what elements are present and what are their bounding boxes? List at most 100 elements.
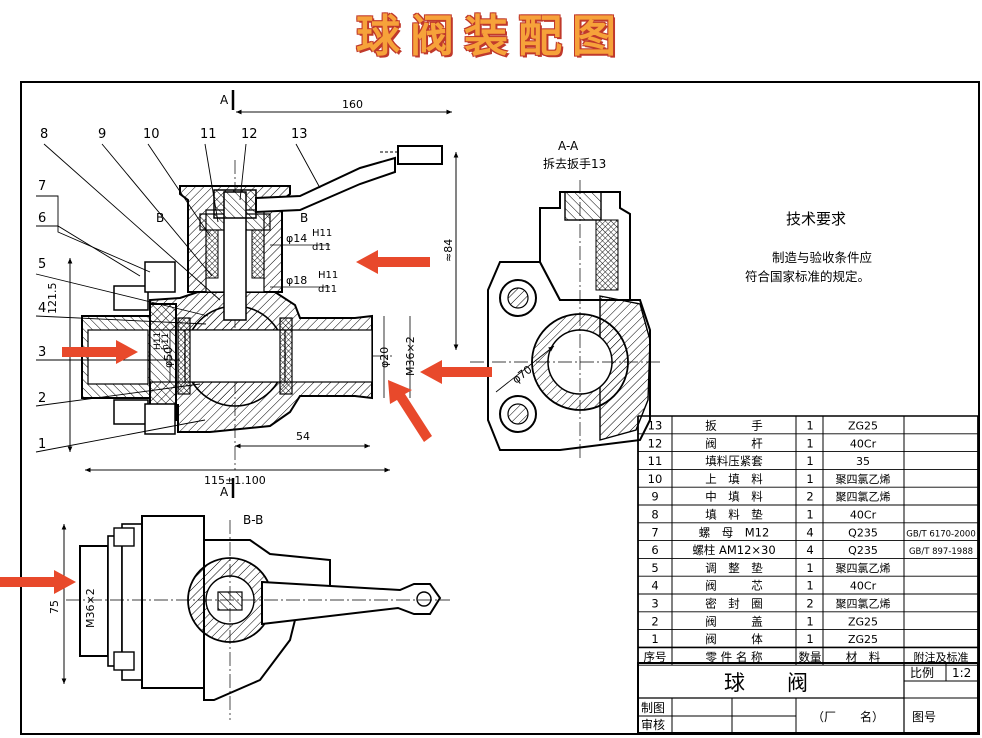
bolt-bottom	[113, 399, 149, 425]
bom-cell-no: 5	[651, 561, 658, 575]
bom-cell-no: 2	[651, 614, 658, 628]
ref-11: 11	[200, 127, 217, 142]
bb-pipe-end	[79, 545, 109, 657]
bom-cell-no: 10	[648, 472, 663, 486]
bom-cell-no: 11	[648, 454, 663, 468]
bom-cell-name: 阀 芯	[705, 579, 763, 593]
bom-cell-name: 扳 手	[705, 419, 763, 433]
section-mark-b-right: B	[300, 211, 308, 225]
packing-right	[251, 229, 265, 279]
dim-phi20: φ20	[378, 347, 391, 368]
bom-cell-note: GB/T 897-1988	[909, 547, 973, 557]
bom-cell-material: 聚四氯乙烯	[836, 561, 891, 575]
ref-7: 7	[38, 179, 46, 194]
bom-cell-qty: 2	[806, 597, 813, 611]
bom-cell-qty: 1	[806, 632, 813, 646]
bom-cell-name: 填料压紧套	[705, 454, 763, 468]
bom-cell-name: 填 料 垫	[705, 508, 763, 522]
technical-requirements: 技术要求 制造与验收条件应 符合国家标准的规定。	[745, 210, 872, 284]
bom-cell-qty: 4	[806, 525, 813, 539]
highlight-arrows	[0, 250, 492, 594]
bom-cell-material: ZG25	[848, 633, 878, 646]
tech-heading: 技术要求	[786, 210, 846, 228]
bom-cell-qty: 1	[806, 614, 813, 628]
aa-stem-packing	[595, 219, 619, 291]
dim-160: 160	[342, 98, 363, 111]
dim-115: 115±1.100	[204, 474, 266, 487]
seal-ring-right	[279, 317, 293, 395]
dim-phi50-fit-top: H11	[153, 332, 163, 350]
arrow-m36-bb	[0, 570, 76, 594]
ref-9: 9	[98, 127, 106, 142]
arrow-packing	[356, 250, 430, 274]
bom-cell-material: 40Cr	[850, 580, 877, 593]
ref-10: 10	[143, 127, 160, 142]
bom-cell-name: 阀 体	[705, 632, 763, 646]
section-mark-b-left: B	[156, 211, 164, 225]
bom-cell-qty: 1	[806, 436, 813, 450]
bom-cell-material: Q235	[848, 526, 878, 539]
dim-d11-a: d11	[312, 242, 331, 253]
page-title: 球阀装配图	[356, 11, 626, 62]
title-block-factory: （厂 名）	[812, 709, 884, 724]
bom-cell-name: 调 整 垫	[705, 561, 763, 575]
bom-cell-no: 13	[648, 419, 663, 433]
title-block-checked: 审核	[641, 717, 665, 732]
ref-13: 13	[291, 127, 308, 142]
dim-75: 75	[48, 600, 61, 614]
arrow-phi20	[420, 360, 492, 384]
bom-cell-no: 6	[651, 543, 658, 557]
ref-8: 8	[40, 127, 48, 142]
bom-cell-material: ZG25	[848, 615, 878, 628]
ref-2: 2	[38, 391, 46, 406]
bom-cell-no: 8	[651, 508, 658, 522]
bom-cell-name: 阀 杆	[705, 436, 763, 450]
dim-m36-bb: M36×2	[84, 588, 97, 628]
bom-cell-no: 3	[651, 597, 658, 611]
bom-cell-name: 螺 母 M12	[699, 525, 770, 539]
section-aa-note: 拆去扳手13	[543, 156, 606, 171]
bom-cell-qty: 1	[806, 472, 813, 486]
section-bb-label: B-B	[243, 513, 263, 527]
bom-header-name: 零 件 名 称	[706, 650, 763, 664]
section-mark-a-top: A	[220, 93, 229, 107]
bom-cell-material: Q235	[848, 544, 878, 557]
dim-84: ≈84	[442, 239, 455, 262]
bom-cell-material: 40Cr	[850, 509, 877, 522]
bb-handle	[261, 580, 442, 626]
bom-header-qty: 数量	[799, 650, 822, 664]
arrow-seal-ring	[62, 340, 138, 364]
dim-phi50: φ50	[162, 347, 175, 368]
title-block-name: 球 阀	[724, 671, 808, 695]
bom-header-material: 材 料	[846, 650, 881, 664]
bom-cell-qty: 1	[806, 561, 813, 575]
bom-cell-name: 中 填 料	[705, 490, 763, 504]
bom-cell-material: 聚四氯乙烯	[836, 490, 891, 504]
dim-m36: M36×2	[404, 336, 417, 376]
bom-cell-name: 密 封 圈	[705, 597, 763, 611]
bom-cell-qty: 4	[806, 543, 813, 557]
section-bb-view: B-B 75 M36×2	[48, 513, 450, 720]
ref-1: 1	[38, 437, 46, 452]
arrow-m36	[388, 380, 432, 442]
dim-phi18: φ18	[286, 274, 307, 287]
bom-cell-no: 12	[648, 436, 663, 450]
main-section-view: 8 9 10 11 12 13 7 6 5 4 3 2 1 A A B B	[35, 90, 459, 499]
bom-cell-qty: 1	[806, 508, 813, 522]
dim-phi14: φ14	[286, 232, 307, 245]
ref-12: 12	[241, 127, 258, 142]
bom-cell-no: 1	[651, 632, 658, 646]
dim-d11-b: d11	[318, 284, 337, 295]
bom-cell-note: GB/T 6170-2000	[906, 529, 976, 539]
dim-phi50-fit-bot: h11	[161, 333, 171, 350]
drawing-frame	[20, 81, 980, 735]
bom-cell-qty: 1	[806, 454, 813, 468]
dim-h11-b: H11	[318, 270, 338, 281]
dim-121: 121.5	[46, 283, 59, 315]
bom-cell-no: 4	[651, 579, 658, 593]
bom-cell-name: 上 填 料	[705, 472, 763, 486]
title-block-drawing-no: 图号	[912, 710, 936, 724]
dim-h11-a: H11	[312, 228, 332, 239]
